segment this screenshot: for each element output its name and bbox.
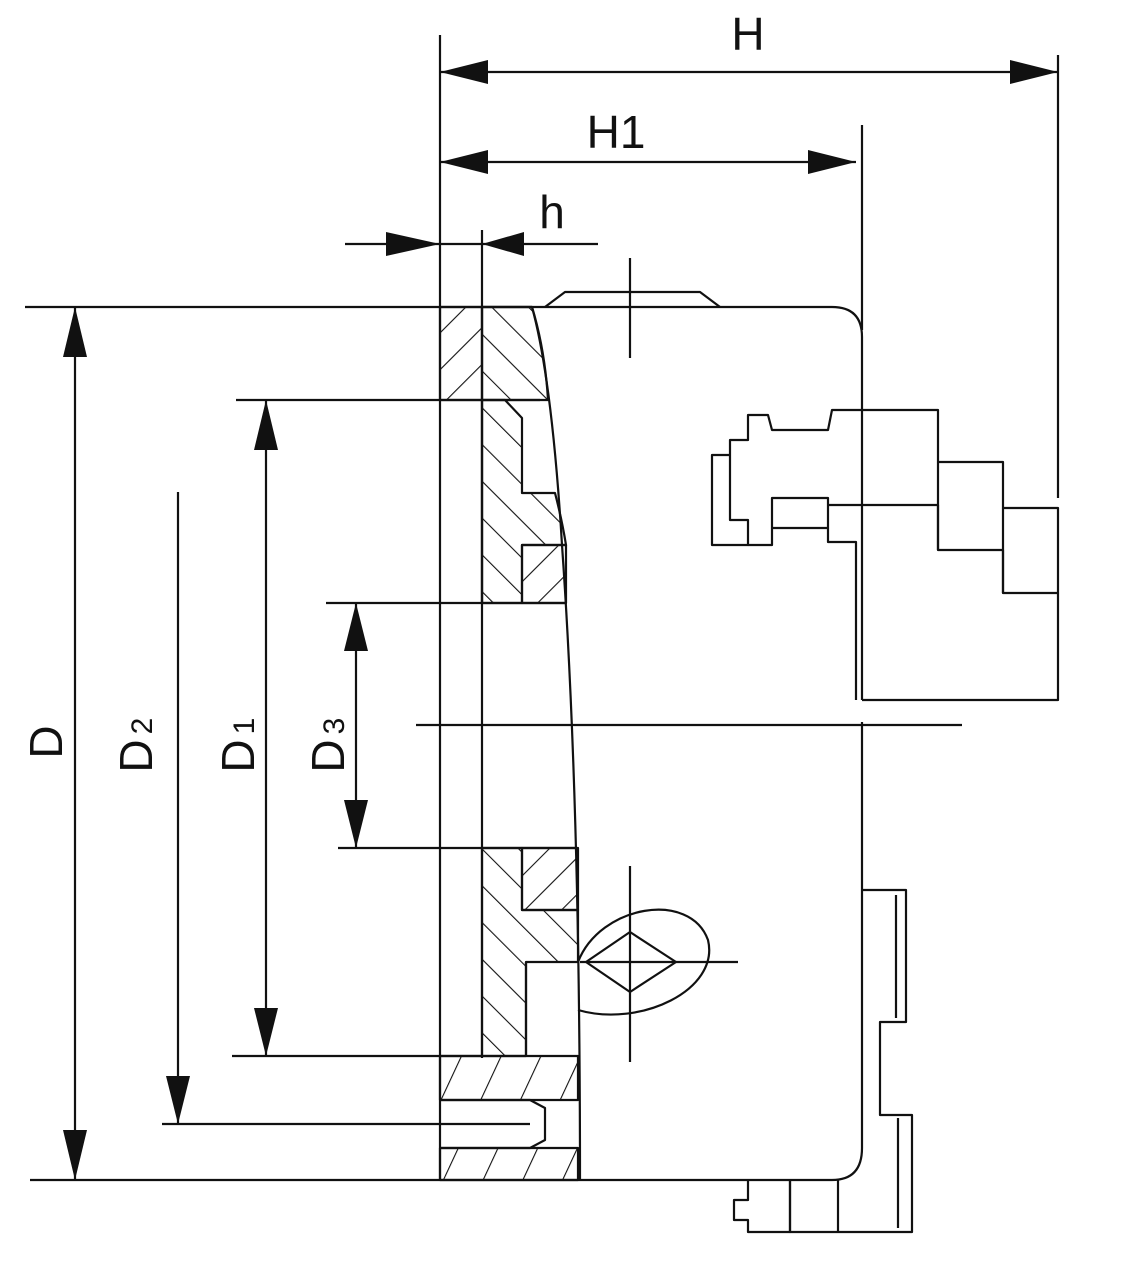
arrow-h-left [386,232,440,256]
arrow-D1-bottom [254,1008,278,1056]
lower-section [438,846,580,1182]
label-D3: D 3 [302,718,354,773]
arrow-D3-bottom [344,800,368,848]
dimension-lines [73,70,1058,1180]
pinion-symbol [576,866,738,1062]
label-D2: D 2 [110,718,162,773]
upper-section [438,305,568,605]
label-H: H [731,8,764,60]
svg-text:D: D [20,725,72,758]
arrowheads [63,60,1058,1180]
arrow-H1-right [808,150,856,174]
arrow-h-right [482,232,524,256]
svg-text:3: 3 [318,718,351,735]
arrow-D2-bottom [166,1076,190,1124]
svg-text:D: D [110,739,162,772]
label-D: D [20,725,72,758]
arrow-D1-top [254,400,278,450]
svg-text:D: D [302,739,354,772]
arrow-D-top [63,307,87,357]
label-D1: D 1 [212,718,264,773]
arrow-D-bottom [63,1130,87,1180]
top-slot [544,258,721,358]
svg-text:D: D [212,739,264,772]
jaw [710,408,1060,702]
label-H1: H1 [587,106,646,158]
arrow-D3-top [344,603,368,651]
lower-jaw [732,888,914,1234]
arrow-H-right [1010,60,1058,84]
arrow-H-left [440,60,488,84]
svg-text:1: 1 [228,718,261,735]
chuck-body-outline [440,305,864,1182]
arrow-H1-left [440,150,488,174]
label-h: h [539,186,565,238]
svg-text:2: 2 [126,718,159,735]
